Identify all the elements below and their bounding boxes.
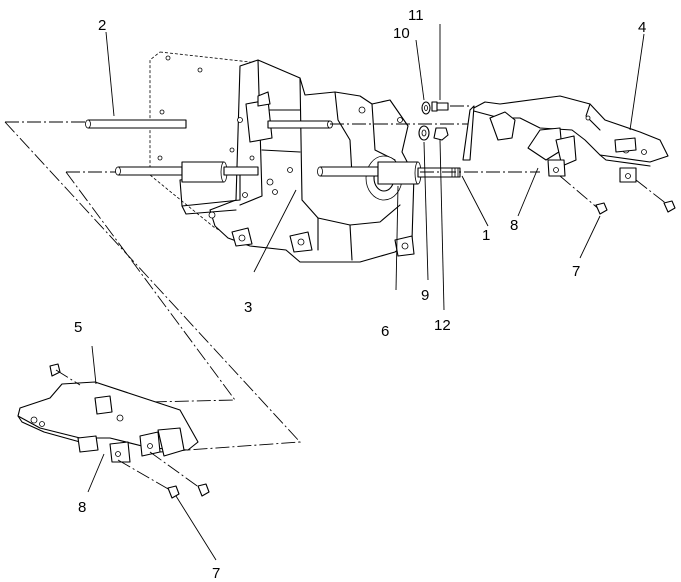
callout-leaders	[87, 24, 645, 561]
callout-6: 6	[381, 323, 389, 340]
callout-10: 10	[393, 25, 410, 42]
mounting-plate-outline	[149, 51, 253, 246]
callout-11: 11	[408, 7, 424, 24]
shafts	[85, 119, 461, 185]
callout-1: 1	[482, 227, 490, 244]
hardware-washer-bolt-nut	[330, 101, 540, 173]
lower-bracket-assembly	[17, 363, 210, 499]
callout-7-lower: 7	[212, 565, 220, 582]
callout-8-upper: 8	[510, 217, 518, 234]
upper-bracket-assembly	[462, 95, 676, 215]
callout-3: 3	[244, 299, 252, 316]
callout-labels: 2 11 10 4 1 8 7 3 6 9 12 5 8 7	[74, 7, 646, 582]
transmission-housing	[179, 59, 415, 263]
callout-7-upper: 7	[572, 263, 580, 280]
callout-2: 2	[98, 17, 106, 34]
callout-9: 9	[421, 287, 429, 304]
callout-5: 5	[74, 319, 82, 336]
callout-4: 4	[638, 19, 646, 36]
callout-12: 12	[434, 317, 451, 334]
callout-8-lower: 8	[78, 499, 86, 516]
